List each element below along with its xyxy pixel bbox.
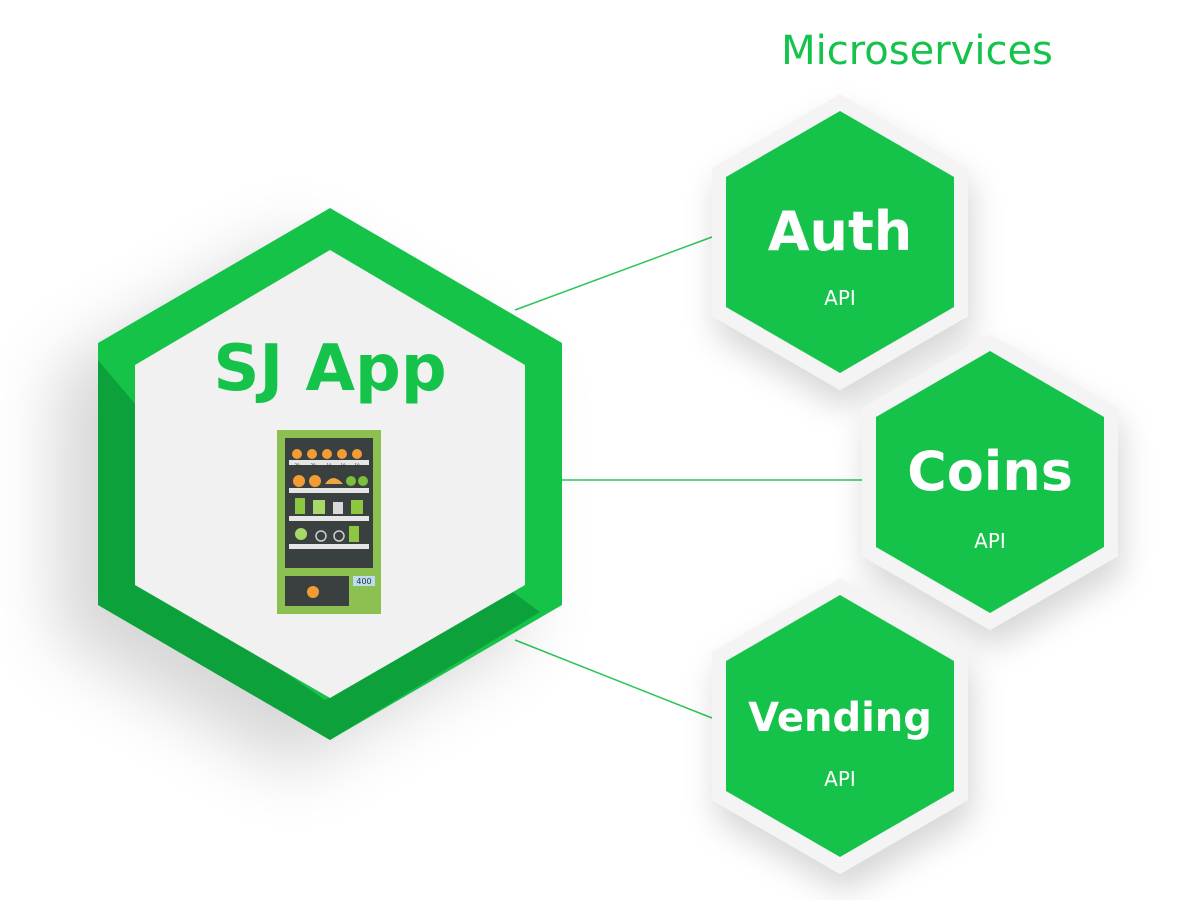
diagram-heading: Microservices xyxy=(781,28,1053,74)
app-hexagon-shade xyxy=(98,360,540,740)
price-tag: 70 xyxy=(310,463,316,468)
app-hexagon: SJ App xyxy=(98,208,562,740)
service-auth: Auth API xyxy=(712,94,968,390)
connector-auth xyxy=(514,236,713,311)
vending-display: 400 xyxy=(356,577,371,586)
service-coins-hexagon xyxy=(876,351,1104,613)
price-tag: 10 xyxy=(340,463,346,468)
connector-vending xyxy=(514,639,713,719)
service-vending-hexagon xyxy=(726,595,954,857)
price-tag: 10 xyxy=(354,463,360,468)
service-vending-name: Vending xyxy=(748,695,932,741)
service-auth-name: Auth xyxy=(768,200,913,263)
service-vending: Vending API xyxy=(712,578,968,874)
service-auth-hexagon xyxy=(726,111,954,373)
service-coins-name: Coins xyxy=(907,440,1073,503)
price-tag: 10 xyxy=(326,463,332,468)
vending-machine-icon: 70 70 10 10 10 400 xyxy=(277,430,381,614)
service-vending-label: API xyxy=(824,767,856,791)
service-coins-label: API xyxy=(974,529,1006,553)
service-coins: Coins API xyxy=(862,334,1118,630)
service-auth-label: API xyxy=(824,286,856,310)
price-tag: 70 xyxy=(294,463,300,468)
app-title: SJ App xyxy=(213,332,446,406)
connectors xyxy=(514,236,866,719)
